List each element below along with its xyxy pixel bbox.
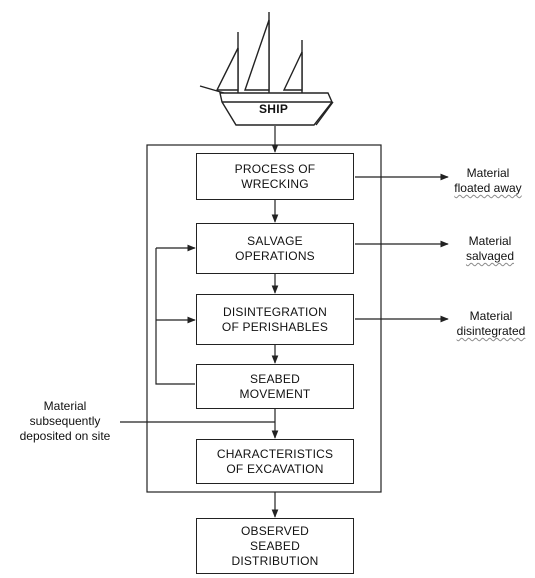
feedback-loop-line: [155, 248, 195, 385]
output-line: Material: [466, 166, 510, 180]
box-salvage-operations: SALVAGE OPERATIONS: [196, 223, 354, 274]
box-seabed-movement: SEABED MOVEMENT: [196, 364, 354, 409]
input-line: deposited on site: [19, 429, 111, 443]
output-line: salvaged: [465, 249, 515, 263]
output-floated-away: Material floated away: [448, 166, 528, 196]
box-disintegration-of-perishables: DISINTEGRATION OF PERISHABLES: [196, 294, 354, 345]
input-line: subsequently: [29, 414, 101, 428]
box-line: DISTRIBUTION: [231, 553, 319, 568]
box-line: SEABED: [250, 538, 300, 553]
output-salvaged: Material salvaged: [452, 234, 528, 264]
box-line: DISINTEGRATION: [223, 304, 327, 319]
box-line: SEABED: [250, 371, 300, 386]
box-line: OF PERISHABLES: [221, 319, 329, 334]
output-line: Material: [469, 309, 513, 323]
box-line: OBSERVED: [240, 523, 310, 538]
box-process-of-wrecking: PROCESS OF WRECKING: [196, 153, 354, 200]
box-line: SALVAGE: [247, 233, 303, 248]
input-deposited-on-site: Material subsequently deposited on site: [5, 399, 125, 444]
box-line: OF EXCAVATION: [226, 461, 324, 476]
ship-icon: [199, 12, 334, 126]
box-line: CHARACTERISTICS: [216, 446, 334, 461]
ship-label: SHIP: [259, 102, 289, 116]
box-line: PROCESS OF: [234, 161, 316, 176]
box-line: OPERATIONS: [235, 248, 315, 263]
output-line: disintegrated: [456, 324, 526, 338]
output-line: Material: [468, 234, 512, 248]
box-observed-seabed-distribution: OBSERVED SEABED DISTRIBUTION: [196, 518, 354, 574]
input-line: Material: [43, 399, 87, 413]
box-line: MOVEMENT: [239, 386, 311, 401]
box-line: WRECKING: [241, 176, 309, 191]
output-disintegrated: Material disintegrated: [450, 309, 532, 339]
box-characteristics-of-excavation: CHARACTERISTICS OF EXCAVATION: [196, 439, 354, 484]
output-line: floated away: [454, 181, 522, 195]
